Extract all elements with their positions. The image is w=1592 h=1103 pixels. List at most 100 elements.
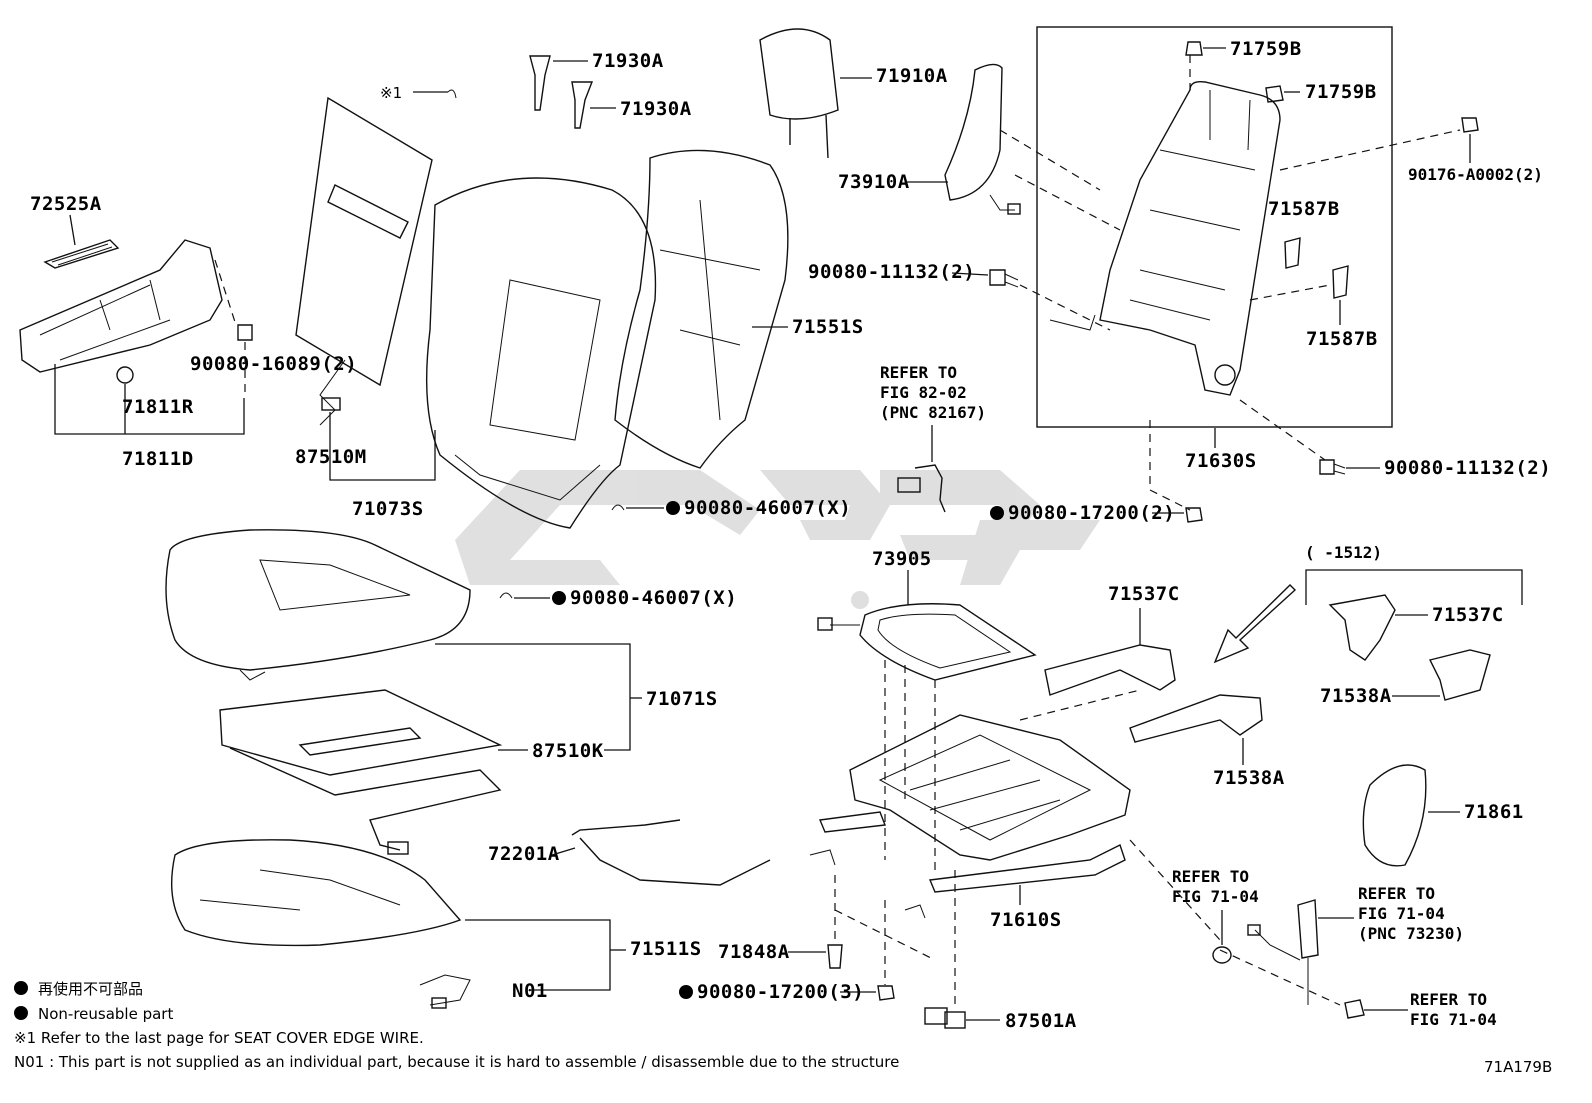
cover-71537C-b [1328, 594, 1396, 661]
nut-90080-17200-a [1185, 507, 1203, 523]
seatback-heater-87510M [295, 96, 433, 426]
label-90080-11132-b: 90080-11132(2) [1384, 457, 1551, 479]
refer-71-b-line1: REFER TO [1358, 884, 1435, 903]
bracket-71811D [54, 364, 245, 435]
refer-71-b-line2: FIG 71-04 [1358, 904, 1445, 923]
label-71848A: 71848A [718, 941, 790, 963]
label-71630S: 71630S [1185, 450, 1257, 472]
label-71759B-2: 71759B [1305, 81, 1377, 103]
seatback-cover-71551S [614, 149, 789, 469]
label-71910A: 71910A [876, 65, 948, 87]
label-90080-17200-2: 90080-17200(2) [1008, 502, 1175, 524]
label-71930A-1: 71930A [592, 50, 664, 72]
cover-71861 [1362, 764, 1427, 867]
label-range: ( -1512) [1305, 543, 1382, 562]
clip-46007-a [611, 504, 625, 511]
side-airbag-73910A [944, 63, 1021, 215]
cover-71538A-b [1428, 649, 1491, 701]
non-reusable-dot [990, 506, 1004, 520]
label-71551S: 71551S [792, 316, 864, 338]
legend-dot-en [14, 1006, 28, 1020]
nut-90080-17200-b [877, 985, 895, 1001]
label-71511S: 71511S [630, 938, 702, 960]
label-87510M: 87510M [295, 446, 367, 468]
label-73905: 73905 [872, 548, 932, 570]
label-71587B-2: 71587B [1306, 328, 1378, 350]
non-reusable-dot [666, 501, 680, 515]
label-90080-17200-3: 90080-17200(3) [697, 981, 864, 1003]
refer-71-c-line2: FIG 71-04 [1410, 1010, 1497, 1029]
label-71930A-2: 71930A [620, 98, 692, 120]
label-71811R: 71811R [122, 396, 194, 418]
refer-82-line2: FIG 82-02 [880, 383, 967, 402]
seat-frame-71610S [809, 714, 1131, 919]
label-71537C-a: 71537C [1108, 583, 1180, 605]
label-71073S: 71073S [352, 498, 424, 520]
non-reusable-dot [679, 985, 693, 999]
clip-46007-b [499, 592, 513, 599]
seat-belt-buckle [1247, 899, 1319, 1005]
bracket-71587B-2 [1332, 265, 1349, 299]
label-71610S: 71610S [990, 909, 1062, 931]
refer-71-c-line1: REFER TO [1410, 990, 1487, 1009]
legend-note2: N01 : This part is not supplied as an in… [14, 1053, 899, 1071]
label-90176-A0002: 90176-A0002(2) [1408, 165, 1543, 184]
refer-82-line3: (PNC 82167) [880, 403, 986, 422]
seat-cushion-pad-71071S [165, 529, 471, 681]
refer-71-a-line2: FIG 71-04 [1172, 887, 1259, 906]
refer-71-b-line3: (PNC 73230) [1358, 924, 1464, 943]
seatback-frame-71630S [1049, 80, 1281, 396]
label-71587B-1: 71587B [1268, 198, 1340, 220]
label-87510K: 87510K [532, 740, 604, 762]
label-73910A: 73910A [838, 171, 910, 193]
cushion-cover-71511S [170, 839, 462, 947]
label-90080-46007-a: 90080-46007(X) [684, 497, 851, 519]
frame-detail-box [1036, 26, 1393, 428]
refer-82-line1: REFER TO [880, 363, 957, 382]
headrest-71910A [759, 28, 839, 159]
diagram-code: 71A179B [1484, 1058, 1552, 1076]
refer-71-a-line1: REFER TO [1172, 867, 1249, 886]
label-87501A: 87501A [1005, 1010, 1077, 1032]
legend: 再使用不可部品 Non-reusable part ※1 Refer to th… [14, 980, 899, 1071]
label-71537C-b: 71537C [1432, 604, 1504, 626]
watermark-logo [455, 470, 1100, 609]
label-71538A-b: 71538A [1320, 685, 1392, 707]
legend-note1: ※1 Refer to the last page for SEAT COVER… [14, 1029, 424, 1047]
label-71071S: 71071S [646, 688, 718, 710]
connector-87501A [924, 1007, 966, 1029]
label-90080-46007-b: 90080-46007(X) [570, 587, 737, 609]
label-72525A: 72525A [30, 193, 102, 215]
label-71538A-a: 71538A [1213, 767, 1285, 789]
label-90080-16089: 90080-16089(2) [190, 353, 357, 375]
armrest-assembly [19, 239, 253, 395]
legend-jp: 再使用不可部品 [38, 980, 143, 998]
nut-90176 [1461, 117, 1479, 133]
bracket-71587B-1 [1284, 237, 1301, 269]
legend-dot-jp [14, 981, 28, 995]
label-71861: 71861 [1464, 801, 1524, 823]
clip-71759B-2 [1265, 85, 1284, 103]
cover-71537C-a [1044, 644, 1176, 696]
label-71759B-1: 71759B [1230, 38, 1302, 60]
legend-en: Non-reusable part [38, 1005, 173, 1023]
harness-N01 [419, 974, 471, 1009]
label-90080-11132-a: 90080-11132(2) [808, 261, 975, 283]
nut-refer-71-c [1344, 999, 1365, 1019]
seat-wire-72201A [571, 819, 771, 886]
non-reusable-dot [552, 591, 566, 605]
headrest-guides [529, 55, 594, 129]
clip-71759B-1 [1185, 41, 1203, 56]
bolt-90080-11132-b [1319, 459, 1346, 475]
bolt-90080-11132-a [989, 269, 1019, 288]
grommet [1212, 946, 1232, 964]
clip-71848A [827, 944, 843, 969]
ref-mark-1: ※1 [380, 84, 402, 102]
label-N01: N01 [512, 980, 548, 1002]
wire-harness-82167 [897, 464, 946, 513]
arrow-indicator [1213, 584, 1297, 664]
cushion-heater-87510K [219, 689, 503, 855]
label-72201A: 72201A [488, 843, 560, 865]
